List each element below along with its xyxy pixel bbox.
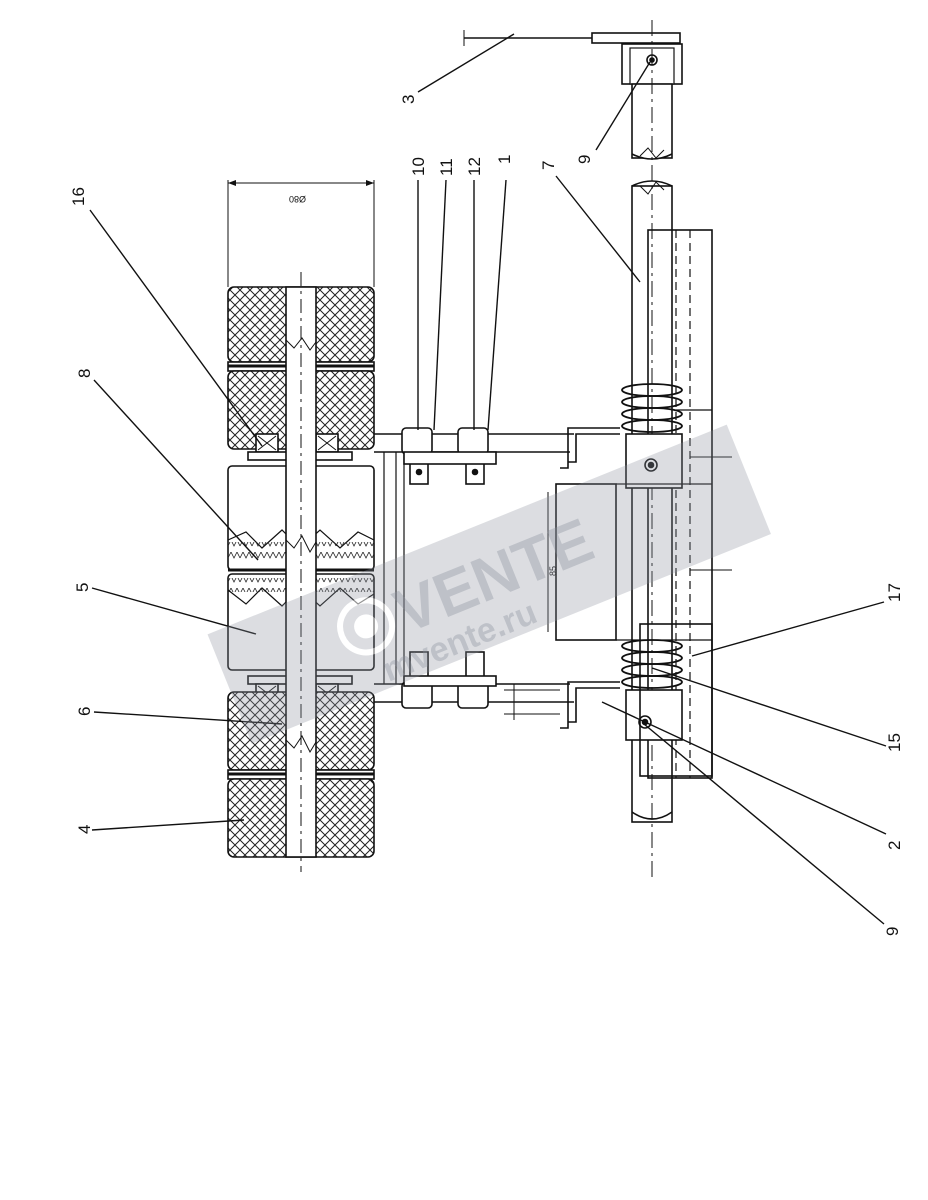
callout-5: 5: [73, 583, 92, 592]
watermark-band: [207, 424, 771, 744]
dimension-diameter: Ø80: [289, 194, 306, 204]
inner-plate: [555, 483, 617, 641]
callout-15: 15: [885, 733, 904, 752]
watermark-logo-icon: [337, 597, 396, 656]
callout-4: 4: [75, 825, 94, 834]
callout-10: 10: [409, 157, 428, 176]
callout-1: 1: [495, 155, 514, 164]
spring-top: [621, 383, 712, 433]
callout-8: 8: [75, 369, 94, 378]
callout-labels: 3 9 10 11 12 1 7 16 8 5 6 4 17 15 2 9: [69, 95, 904, 936]
callout-16: 16: [69, 187, 88, 206]
crank-arm-top: [568, 433, 620, 463]
callout-2: 2: [885, 841, 904, 850]
linkage: [374, 427, 620, 729]
leader-lines: [89, 33, 887, 925]
callout-17: 17: [885, 583, 904, 602]
callout-9-top: 9: [575, 155, 594, 164]
callout-6: 6: [75, 707, 94, 716]
crank-arm-bottom: [568, 687, 620, 723]
bolt-10-bottom: [401, 651, 433, 709]
dimension-85: 85: [548, 566, 558, 576]
callout-12: 12: [465, 157, 484, 176]
roller-stack: [227, 180, 375, 872]
spring-bottom: [621, 639, 683, 689]
callout-9-bottom: 9: [883, 927, 902, 936]
bolt-12-bottom: [457, 651, 489, 709]
callout-7: 7: [539, 161, 558, 170]
spring-housing: [639, 623, 713, 777]
callout-11: 11: [437, 158, 456, 176]
callout-3: 3: [399, 95, 418, 104]
side-guide: [647, 229, 713, 779]
